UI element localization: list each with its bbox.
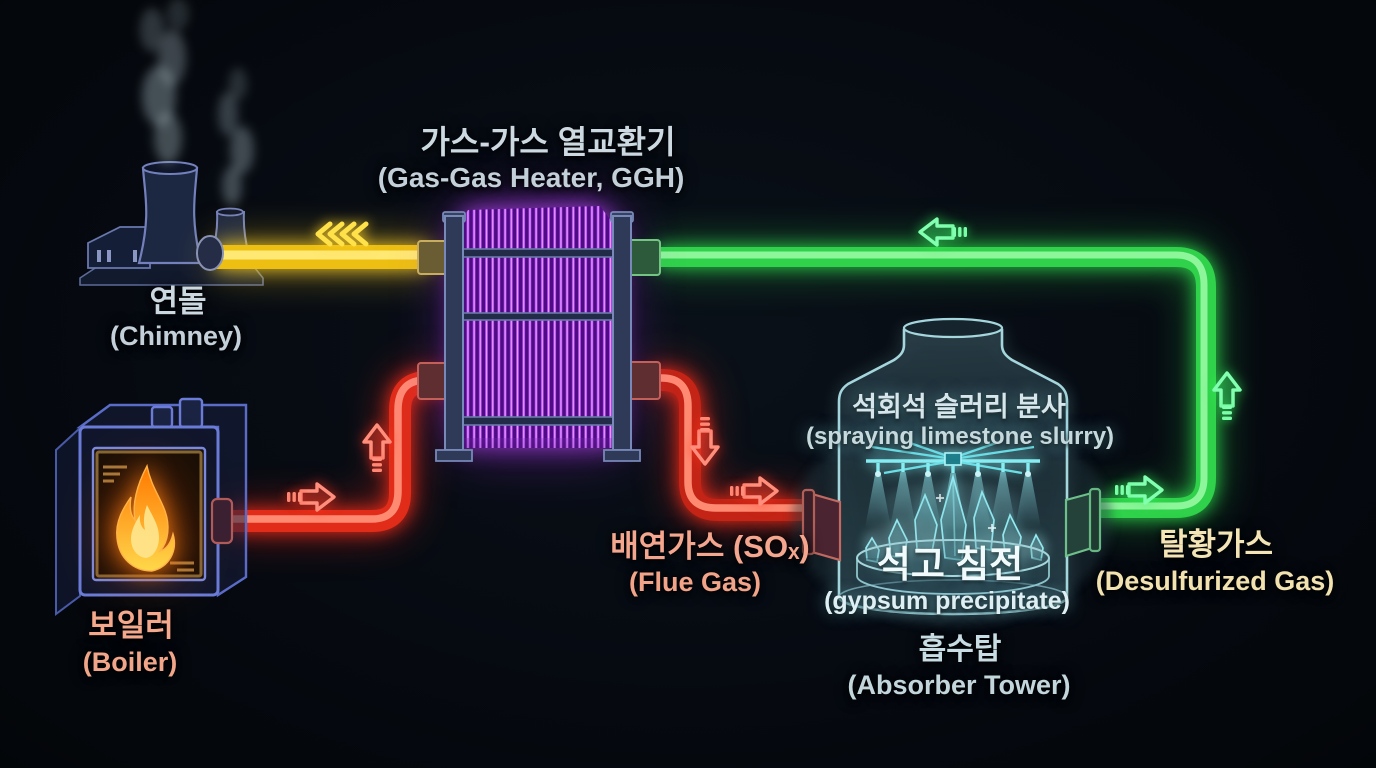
absorber-inlet-flange — [801, 488, 842, 562]
ggh-rail-bottom — [454, 416, 621, 426]
absorber-label-ko: 흡수탑 — [918, 633, 1002, 666]
desulfurized-gas-label-ko: 탈황가스 — [1158, 527, 1274, 562]
ggh-port-green — [627, 239, 661, 276]
gypsum-label-ko: 석고 침전 — [876, 544, 1024, 585]
flue-gas-label-ko: 배연가스 (SOₓ) — [610, 529, 810, 564]
boiler-stub-2 — [178, 397, 204, 429]
boiler-icon — [55, 397, 248, 616]
flame-icon — [116, 463, 175, 572]
ggh-frame-right — [612, 215, 632, 451]
boiler-stub-1 — [150, 405, 174, 429]
ggh-title-en: (Gas-Gas Heater, GGH) — [377, 162, 685, 193]
ggh-rail-mid — [462, 312, 614, 321]
chimney-label-ko: 연돌 — [149, 284, 207, 319]
smoke-icon — [140, 0, 254, 206]
boiler-label-en: (Boiler) — [82, 647, 178, 677]
flow-arrow-up-icon — [362, 423, 392, 472]
ggh-title-ko: 가스-가스 열교환기 — [420, 124, 676, 160]
ggh-heat-exchanger-icon — [417, 206, 661, 462]
ggh-rail-top — [462, 248, 614, 258]
spray-header-icon — [866, 441, 1040, 475]
flow-chevrons-left-icon — [315, 221, 369, 247]
gypsum-label-en: (gypsum precipitate) — [824, 587, 1070, 615]
absorber-label-en: (Absorber Tower) — [847, 670, 1071, 700]
ggh-port-red-out — [627, 361, 661, 400]
flow-arrow-up-icon — [1212, 371, 1242, 420]
boiler-outlet — [210, 497, 234, 545]
desulfurized-gas-label-en: (Desulfurized Gas) — [1095, 566, 1335, 596]
flow-arrow-left-icon — [918, 217, 967, 247]
desulfurized-gas-pipe — [656, 247, 1216, 518]
flue-gas-label-en: (Flue Gas) — [628, 567, 762, 597]
flow-arrows — [287, 217, 1242, 512]
ggh-port-yellow — [417, 240, 449, 275]
ggh-frame-left — [444, 215, 464, 451]
spray-label-ko: 석회석 슬러리 분사 — [852, 392, 1066, 422]
large-cooling-tower — [137, 166, 203, 265]
flow-arrow-right-icon — [287, 482, 336, 512]
flue-gas-pipe-ggh-to-absorber — [650, 369, 806, 521]
chimney-pipe-connector — [196, 235, 224, 271]
ggh-port-red-in — [417, 362, 449, 400]
chimney-label-en: (Chimney) — [109, 321, 243, 351]
flow-arrow-down-icon — [690, 417, 720, 466]
absorber-tower-icon — [792, 317, 1112, 625]
flow-arrow-right-icon — [1115, 475, 1164, 505]
spray-label-en: (spraying limestone slurry) — [805, 423, 1115, 450]
reheated-gas-pipe-to-chimney — [216, 245, 430, 269]
boiler-label-ko: 보일러 — [88, 608, 174, 643]
flow-arrow-right-icon — [730, 476, 779, 506]
flue-gas-pipe-boiler-to-ggh — [228, 371, 444, 532]
ggh-plates — [456, 206, 618, 438]
absorber-outlet-flange — [1064, 487, 1102, 558]
